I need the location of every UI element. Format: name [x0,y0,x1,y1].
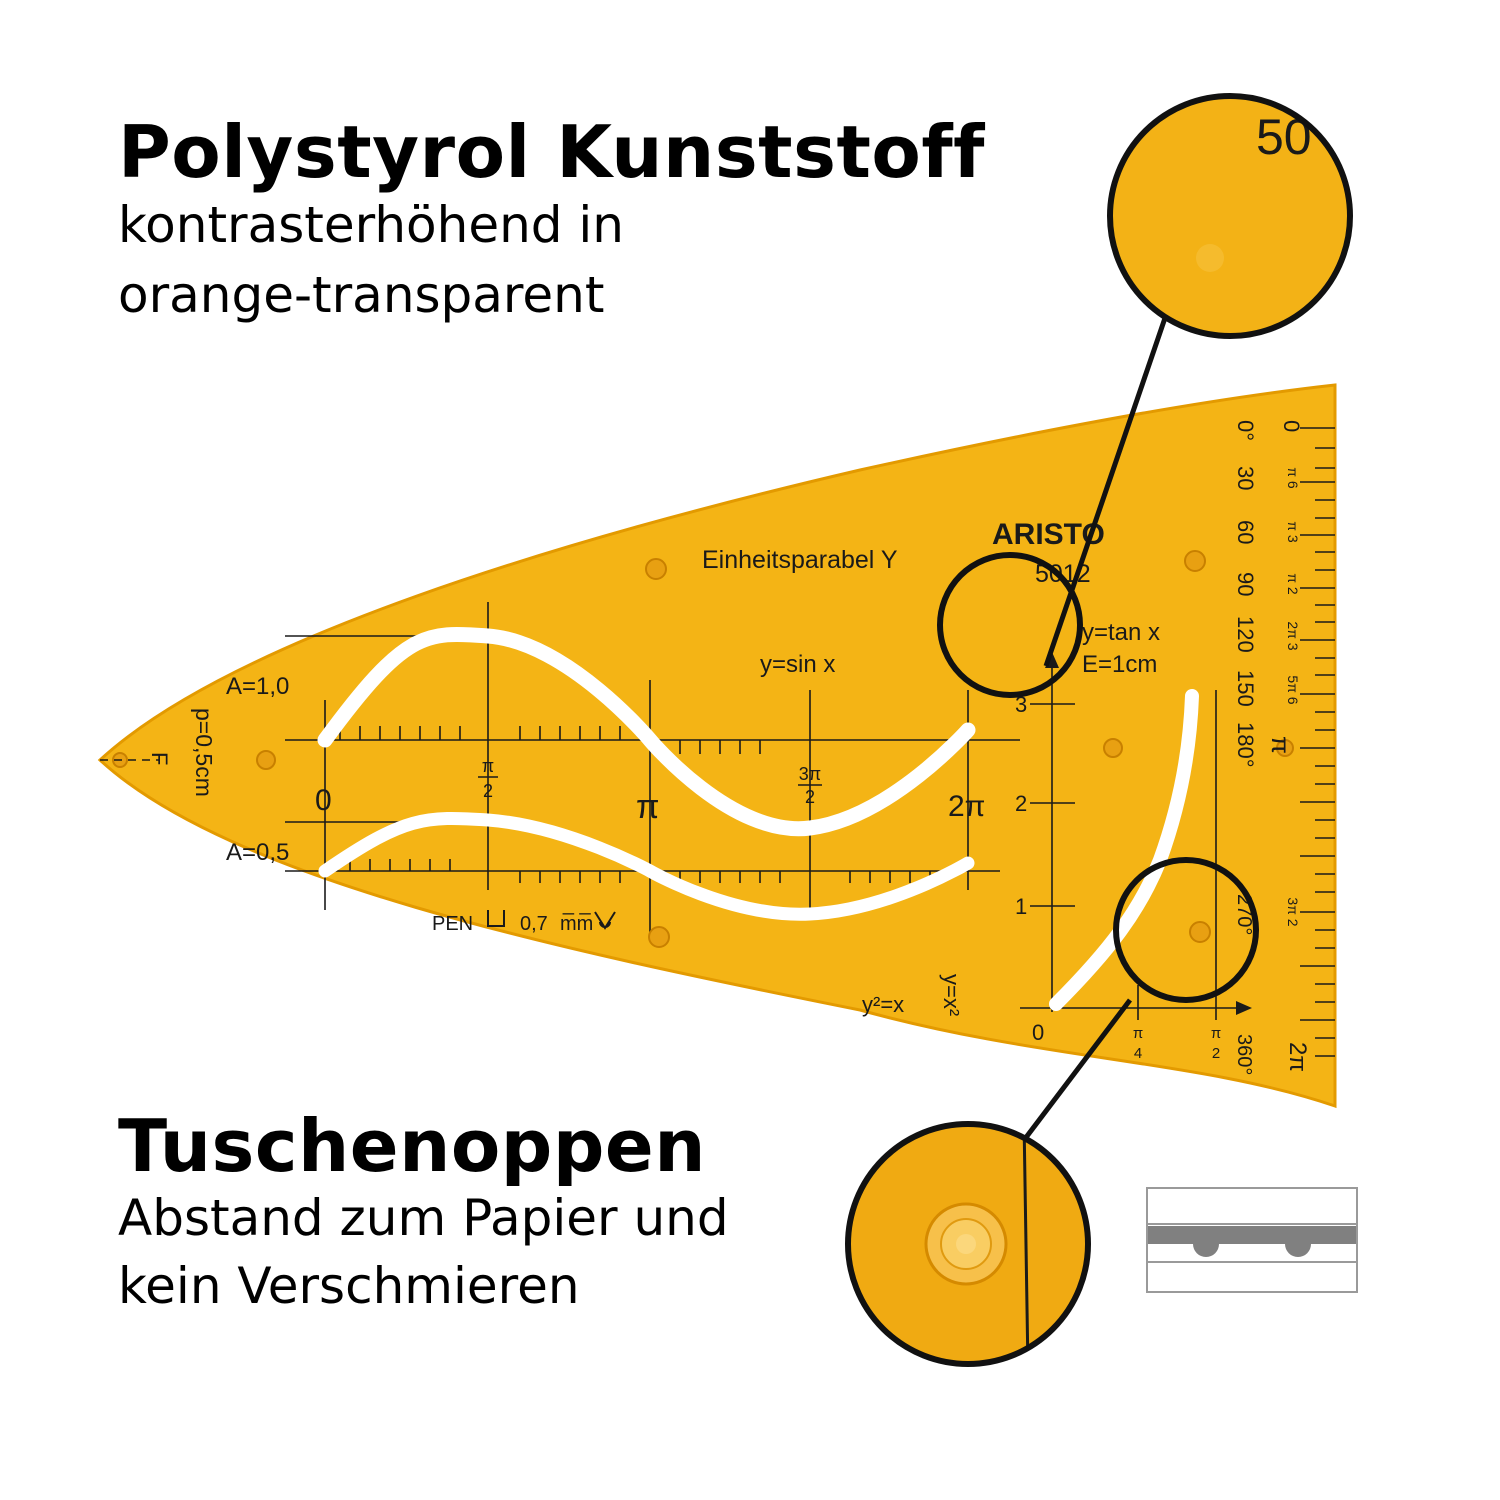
sine-slot-small [318,811,975,921]
feature-title-material: Polystyrol Kunststoff [118,110,985,194]
label-p: p=0,5cm [191,708,217,797]
callout-rings [937,552,1259,1003]
label-y2x: y²=x [862,992,904,1017]
x-tick-3pi-half-den: 2 [805,787,815,807]
x-tick-pi: π [636,788,659,826]
curve-slots [317,626,1199,1011]
degree-0: 0° [1233,420,1258,441]
ink-nub-closeup-icon [845,1121,1091,1367]
radian-frac-3: π 2 [1285,573,1301,595]
label-parabola: Einheitsparabel Y [702,546,898,574]
callout-lines [1016,317,1168,1150]
tan-x-tick-2-num: π [1211,1025,1221,1042]
degree-150: 150 [1233,670,1258,707]
x-tick-2pi: 2π [948,790,985,823]
curve-template: Einheitsparabel Y ARISTO 5012 y=sin x y=… [97,383,1337,1109]
template-body [97,383,1337,1109]
tan-tick-0: 0 [1032,1020,1044,1045]
label-focus: F [147,752,172,765]
label-amplitude-2: A=0,5 [226,839,289,866]
tan-tick-1: 1 [1015,894,1027,919]
feature-nubs-line-1: Abstand zum Papier und [118,1189,729,1247]
radian-zero: 0 [1279,420,1304,432]
radian-frac-3pi2: 3π 2 [1285,897,1301,926]
nub-spacing-diagram-icon [1146,1187,1358,1293]
label-yx2: y=x² [939,974,964,1016]
degree-60: 60 [1233,520,1258,544]
feature-title-nubs: Tuschenoppen [118,1104,706,1188]
tan-slot [1049,689,1199,1011]
degree-120: 120 [1233,616,1258,653]
feature-line-2: orange-transparent [118,266,605,324]
radian-frac-1: π 6 [1285,467,1301,489]
label-pen-size: 0,7 [520,913,548,935]
label-pen-unit: m̅m̅ [560,912,593,935]
label-tan-unit: E=1cm [1082,651,1157,678]
tan-tick-3: 3 [1015,692,1027,717]
label-pen: PEN [432,913,473,935]
x-tick-0: 0 [315,784,332,817]
feature-line-1: kontrasterhöhend in [118,196,624,254]
ink-nubs [112,550,1294,948]
radian-frac-2: π 3 [1285,521,1301,543]
sine-slot-large [317,626,976,837]
degree-90: 90 [1233,572,1258,596]
degree-30: 30 [1233,466,1258,490]
label-sin: y=sin x [760,651,835,678]
x-tick-pi-half-num: π [482,756,494,776]
radian-pi: π [1266,736,1296,754]
radian-2pi-end: 2π [1284,1042,1311,1072]
degree-360: 360° [1233,1034,1255,1075]
label-amplitude-1: A=1,0 [226,673,289,700]
feature-nubs-line-2: kein Verschmieren [118,1257,580,1315]
radian-frac-4: 2π 3 [1285,621,1301,650]
tan-x-tick-1-num: π [1133,1025,1143,1042]
tan-x-tick-2-den: 2 [1212,1045,1220,1062]
x-tick-pi-half-den: 2 [483,781,493,801]
tan-tick-2: 2 [1015,791,1027,816]
radian-frac-5: 5π 6 [1285,675,1301,704]
tan-x-tick-1-den: 4 [1134,1045,1142,1062]
x-tick-3pi-half-num: 3π [799,764,821,784]
label-tan: y=tan x [1082,619,1160,646]
degree-180: 180° [1233,722,1258,768]
magnifier-callout-icon: 50 [1107,93,1353,339]
